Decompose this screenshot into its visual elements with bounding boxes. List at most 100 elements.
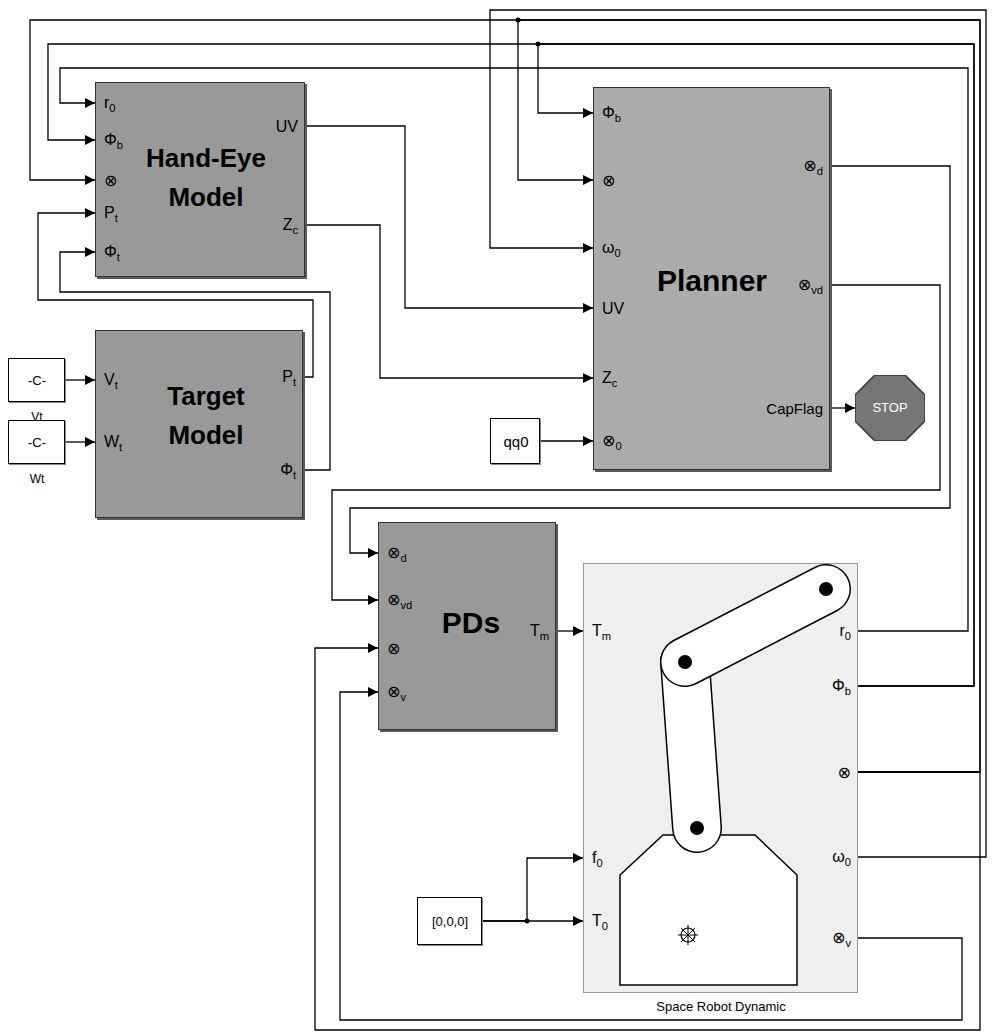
block-label: Hand-Eye Model <box>131 139 281 217</box>
branch-point <box>525 919 530 924</box>
port-label: ω0 <box>602 238 621 260</box>
port-symbol: Z <box>602 369 612 386</box>
port-symbol: r <box>839 622 844 639</box>
port-symbol: ω <box>832 848 845 865</box>
block-label: -C- <box>28 373 46 389</box>
port-label: r0 <box>839 621 851 643</box>
block-label: -C- <box>28 435 46 451</box>
planner-block: PlannerΦb⊗ω0UVZc⊗0⊗d⊗vdCapFlag <box>593 87 830 470</box>
port-symbol: Φ <box>104 243 117 260</box>
port-subscript: b <box>615 112 621 124</box>
signal-line <box>65 441 95 442</box>
constant-block: [0,0,0] <box>417 897 482 945</box>
port-label: Tm <box>530 621 549 643</box>
port-symbol: ⊗ <box>387 683 400 700</box>
link-two <box>685 589 826 662</box>
port-label: Vt <box>104 370 118 392</box>
port-label: Φt <box>104 242 120 264</box>
link-two-outline <box>685 589 826 662</box>
block-label: qq0 <box>503 433 528 451</box>
port-subscript: m <box>540 630 549 642</box>
signal-line <box>65 379 95 380</box>
port-symbol: ⊗ <box>832 929 845 946</box>
model-block: Target ModelVtWtPtΦt <box>95 330 303 518</box>
port-symbol: r <box>104 94 109 111</box>
port-label: Φb <box>832 676 851 698</box>
block-label: Vt <box>31 410 42 424</box>
center-of-mass-mark <box>678 935 698 936</box>
block-label: Wt <box>30 472 45 486</box>
constant-block: -C-Vt <box>8 358 65 402</box>
port-symbol: Φ <box>832 677 845 694</box>
branch-point <box>536 42 541 47</box>
port-label: r0 <box>104 93 116 115</box>
port-label: Zc <box>283 215 298 237</box>
port-subscript: t <box>115 379 118 391</box>
port-subscript: t <box>117 251 120 263</box>
port-label: Φb <box>104 130 123 152</box>
block-label: [0,0,0] <box>432 914 468 930</box>
port-subscript: b <box>117 139 123 151</box>
dynamics-block: Tmf0T0r0Φb⊗ω0⊗vSpace Robot Dynamic <box>583 563 858 993</box>
port-symbol: Z <box>283 216 293 233</box>
port-symbol: P <box>104 204 115 221</box>
joint <box>690 821 704 835</box>
signal-line <box>305 126 593 308</box>
port-symbol: T <box>530 622 540 639</box>
block-label: Target Model <box>146 377 266 455</box>
port-subscript: b <box>845 685 851 697</box>
port-subscript: 0 <box>615 440 621 452</box>
port-label: Tm <box>592 621 611 643</box>
port-subscript: v <box>845 937 851 949</box>
port-label: ⊗d <box>387 543 407 565</box>
port-symbol: T <box>592 622 602 639</box>
port-symbol: Φ <box>280 461 293 478</box>
port-label: T0 <box>592 911 608 933</box>
block-label: Space Robot Dynamic <box>656 999 785 1015</box>
port-label: ⊗ <box>104 171 117 190</box>
port-label: Φt <box>280 460 296 482</box>
port-subscript: m <box>602 630 611 642</box>
port-subscript: c <box>292 224 298 236</box>
port-subscript: t <box>293 376 296 388</box>
port-symbol: ⊗ <box>602 432 615 449</box>
port-symbol: ⊗ <box>798 276 811 293</box>
port-symbol: Φ <box>602 104 615 121</box>
port-label: ⊗ <box>838 763 851 782</box>
port-symbol: ⊗ <box>387 544 400 561</box>
port-label: UV <box>276 117 298 136</box>
port-symbol: ⊗ <box>387 591 400 608</box>
port-symbol: V <box>104 371 115 388</box>
port-subscript: 0 <box>109 102 115 114</box>
robot-panel <box>583 563 858 993</box>
port-label: ⊗vd <box>387 590 412 612</box>
port-label: ⊗v <box>832 928 851 950</box>
port-subscript: 0 <box>602 920 608 932</box>
port-subscript: 0 <box>596 857 602 869</box>
port-subscript: 0 <box>615 247 621 259</box>
robot-base <box>620 835 797 985</box>
port-label: f0 <box>592 848 603 870</box>
port-label: ⊗ <box>602 171 615 190</box>
port-label: ⊗vd <box>798 275 823 297</box>
port-label: ω0 <box>832 847 851 869</box>
port-subscript: v <box>400 691 406 703</box>
signal-line <box>540 440 593 441</box>
block-label: STOP <box>872 400 907 416</box>
port-label: Pt <box>104 203 118 225</box>
port-label: UV <box>602 299 624 318</box>
stop-octagon-shape <box>855 375 925 441</box>
stop-block: STOP <box>855 375 925 441</box>
port-label: ⊗ <box>387 639 400 658</box>
signal-line <box>830 407 855 408</box>
constant-block: -C-Wt <box>8 420 65 464</box>
port-symbol: Φ <box>104 131 117 148</box>
port-subscript: t <box>115 212 118 224</box>
signal-line <box>556 630 583 631</box>
signal-line <box>482 920 583 921</box>
port-subscript: c <box>612 377 618 389</box>
port-subscript: d <box>400 552 406 564</box>
port-symbol: W <box>104 433 119 450</box>
